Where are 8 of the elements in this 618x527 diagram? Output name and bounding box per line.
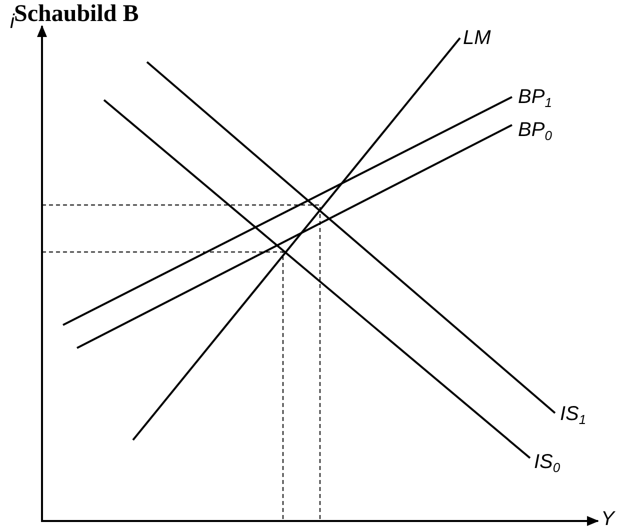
curve-label: BP$_{0}$	[518, 120, 552, 140]
curve-label: IS$_{0}$	[534, 452, 560, 472]
curve-label: LM	[463, 28, 491, 48]
chart-title: Schaubild B	[14, 2, 139, 26]
axis-label: Y	[601, 509, 614, 527]
curve-label: IS$_{1}$	[560, 404, 586, 424]
axis-label: i	[10, 12, 14, 32]
curve-label: BP$_{1}$	[518, 87, 552, 107]
